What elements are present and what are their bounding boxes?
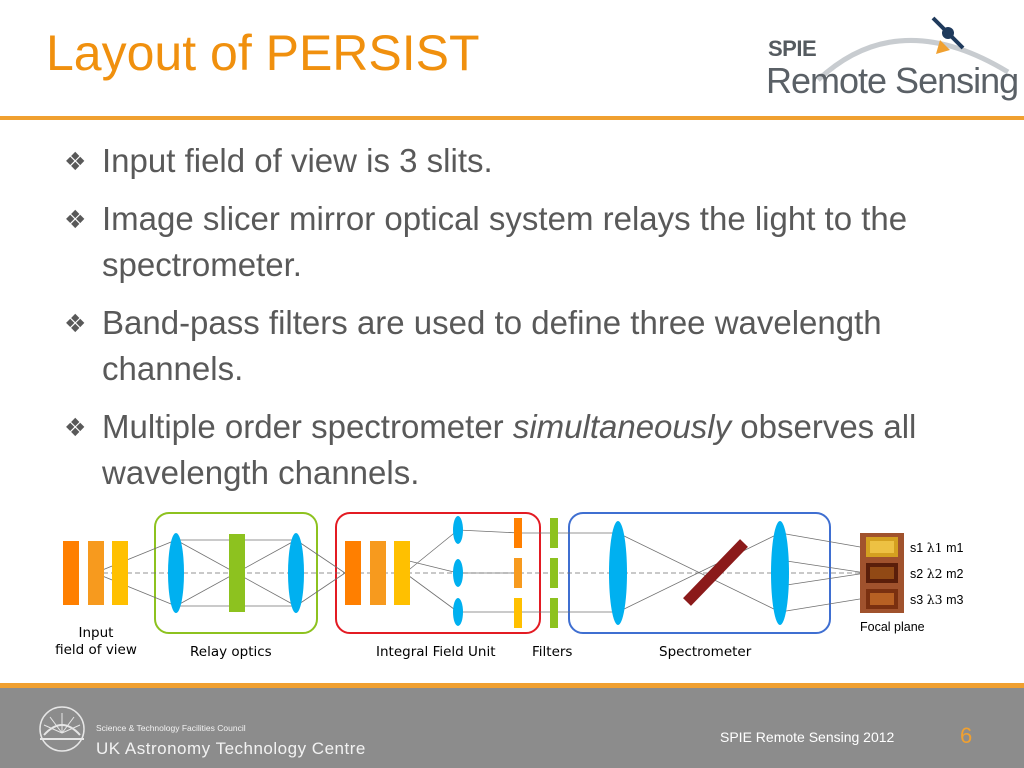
bullet-text-pre: Multiple order spectrometer [102, 408, 513, 445]
stfc-name: Science & Technology Facilities Council [96, 723, 246, 733]
ifu-element [514, 598, 522, 628]
ifu-label: Integral Field Unit [376, 644, 496, 660]
ifu-slit [345, 541, 361, 605]
ifu-lenslet [453, 559, 463, 587]
page-number: 6 [960, 723, 973, 748]
spectrometer-lens [609, 521, 627, 625]
footer-divider [0, 683, 1024, 688]
optical-layout-diagram: s1 λ1 m1 s2 λ2 m2 s3 λ3 m3 Focal plane I… [0, 505, 1024, 675]
bullet-item: ❖ Image slicer mirror optical system rel… [64, 196, 984, 288]
band-pass-filter [550, 518, 558, 548]
diamond-bullet-icon: ❖ [64, 413, 87, 442]
bullet-emphasis: simultaneously [512, 408, 732, 445]
ifu-slit [370, 541, 386, 605]
band-pass-filter [550, 598, 558, 628]
filters-label: Filters [532, 644, 573, 660]
diamond-bullet-icon: ❖ [64, 147, 87, 176]
ifu-lenslet [453, 598, 463, 626]
ifu-slit [394, 541, 410, 605]
slit-label: s1 λ1 m1 [910, 540, 964, 555]
spie-logo: SPIE Remote Sensing [758, 10, 1020, 106]
bullet-text: Image slicer mirror optical system relay… [102, 200, 908, 283]
relay-lens [288, 533, 304, 613]
logo-name: Remote Sensing [766, 60, 1019, 101]
focal-plane-label: Focal plane [860, 620, 925, 634]
relay-lens [168, 533, 184, 613]
stfc-sunburst-icon [39, 706, 85, 752]
input-slit [112, 541, 128, 605]
satellite-icon [816, 16, 1010, 82]
bullet-text: Band-pass filters are used to define thr… [102, 304, 882, 387]
conference-name: SPIE Remote Sensing 2012 [720, 729, 895, 745]
spectrometer-label: Spectrometer [659, 644, 752, 660]
diffraction-grating [683, 539, 748, 606]
bullet-item: ❖ Multiple order spectrometer simultaneo… [64, 404, 984, 496]
ifu-element [514, 558, 522, 588]
input-slit [88, 541, 104, 605]
header-divider [0, 116, 1024, 120]
diamond-bullet-icon: ❖ [64, 309, 87, 338]
slit-label: s2 λ2 m2 [910, 566, 964, 581]
footer: Science & Technology Facilities Council … [0, 683, 1024, 768]
relay-optics-label: Relay optics [190, 644, 272, 660]
relay-mirror [229, 534, 245, 612]
bullet-item: ❖ Input field of view is 3 slits. [64, 138, 984, 184]
bullet-text-post: observes all wavelength channels. [102, 408, 917, 491]
ifu-element [514, 518, 522, 548]
optical-layout-svg [63, 512, 904, 634]
input-slit [63, 541, 79, 605]
ukatc-name: UK Astronomy Technology Centre [96, 739, 366, 758]
input-label: Input field of view [55, 625, 137, 658]
bullet-text: Input field of view is 3 slits. [102, 142, 493, 179]
slide-title: Layout of PERSIST [46, 25, 480, 81]
band-pass-filter [550, 558, 558, 588]
bullet-list: ❖ Input field of view is 3 slits. ❖ Imag… [64, 138, 984, 508]
bullet-item: ❖ Band-pass filters are used to define t… [64, 300, 984, 392]
logo-brand: SPIE [768, 36, 817, 61]
slit-label: s3 λ3 m3 [910, 592, 964, 607]
spectrometer-lens [771, 521, 789, 625]
diamond-bullet-icon: ❖ [64, 205, 87, 234]
ifu-lenslet [453, 516, 463, 544]
